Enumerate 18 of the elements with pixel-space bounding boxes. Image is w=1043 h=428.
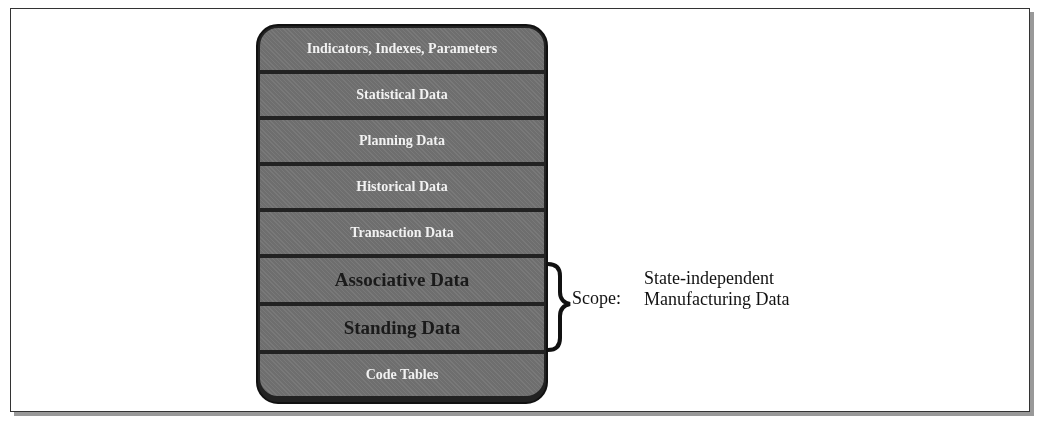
layer-label: Planning Data <box>359 133 445 149</box>
layer-label: Historical Data <box>356 179 448 195</box>
layer-band <box>260 166 544 208</box>
layer-label: Transaction Data <box>350 225 454 241</box>
layer-label: Standing Data <box>343 317 461 339</box>
layer-band <box>260 212 544 254</box>
scope-description: State-independent Manufacturing Data <box>644 268 791 310</box>
layer-band <box>260 354 544 396</box>
layer-label: Code Tables <box>365 367 439 383</box>
layer-band <box>260 258 544 302</box>
layer-label: Associative Data <box>334 269 470 291</box>
scope-label: Scope: <box>572 288 621 309</box>
layer-label: Statistical Data <box>356 87 448 103</box>
layer-band <box>260 120 544 162</box>
layer-band <box>260 28 544 70</box>
layer-band <box>260 74 544 116</box>
layer-label: Indicators, Indexes, Parameters <box>306 41 498 57</box>
layer-band <box>260 306 544 350</box>
